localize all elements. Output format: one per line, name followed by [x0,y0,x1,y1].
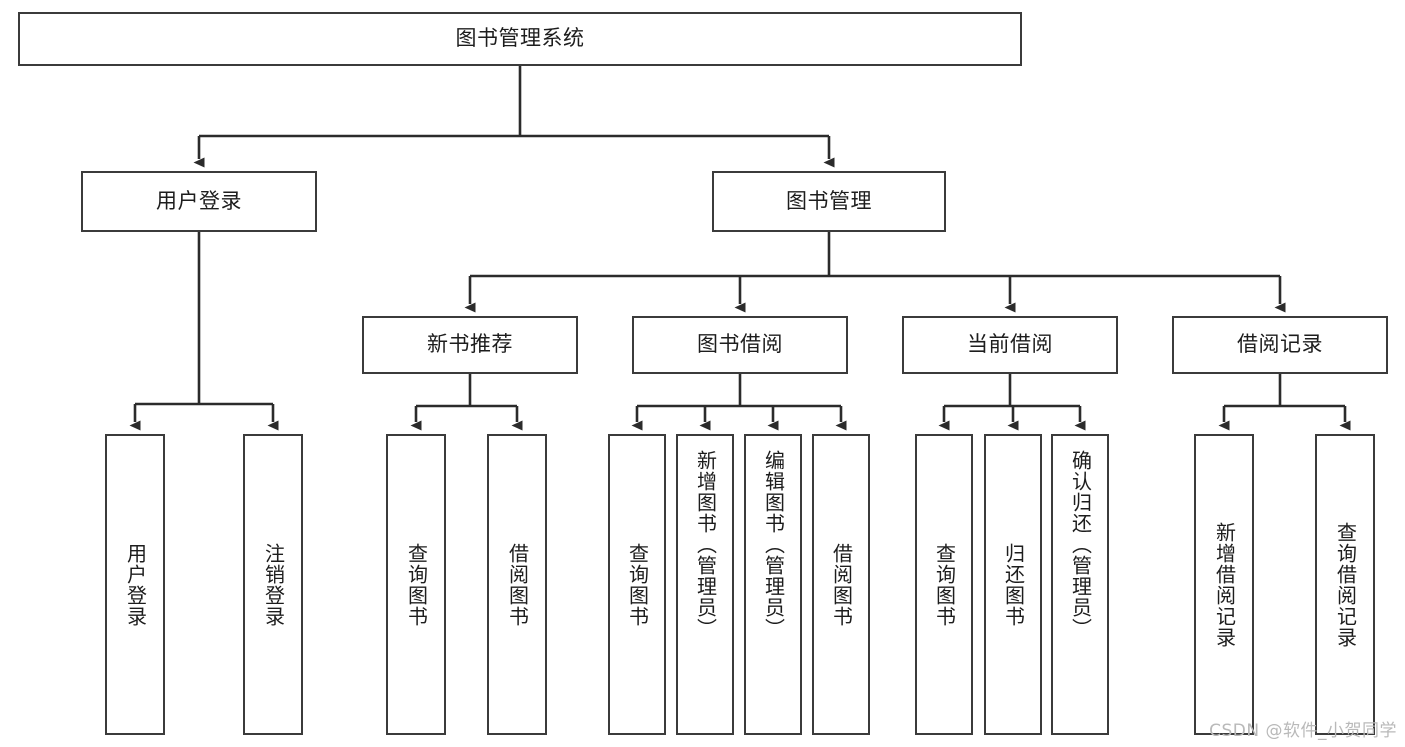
node-leaf-edit-book-label: 编辑图书（管理员） [761,450,786,639]
node-leaf-borrow-book[interactable]: 借阅图书 [812,434,870,735]
node-leaf-user-login-label: 用户登录 [123,542,148,627]
node-leaf-user-login[interactable]: 用户登录 [105,434,165,735]
node-book-manage-label: 图书管理 [786,188,872,213]
watermark-text: CSDN @软件_小贺同学 [1209,721,1397,741]
node-leaf-query-record[interactable]: 查询借阅记录 [1315,434,1375,735]
node-leaf-add-book-label: 新增图书（管理员） [693,450,718,639]
node-current-borrow-label: 当前借阅 [967,332,1053,357]
node-root-label: 图书管理系统 [455,26,585,51]
node-leaf-borrow-book-rec[interactable]: 借阅图书 [487,434,547,735]
node-borrow-record-label: 借阅记录 [1237,332,1323,357]
node-book-manage[interactable]: 图书管理 [712,171,946,232]
node-leaf-query-book-cur[interactable]: 查询图书 [915,434,973,735]
node-leaf-edit-book[interactable]: 编辑图书（管理员） [744,434,802,735]
node-leaf-query-book-cur-label: 查询图书 [932,542,957,627]
node-leaf-query-record-label: 查询借阅记录 [1333,521,1358,648]
node-leaf-query-book-borrow-label: 查询图书 [625,542,650,627]
node-leaf-borrow-book-rec-label: 借阅图书 [505,542,530,627]
node-book-borrow[interactable]: 图书借阅 [632,316,848,374]
node-leaf-confirm-return-label: 确认归还（管理员） [1068,450,1093,639]
node-current-borrow[interactable]: 当前借阅 [902,316,1118,374]
node-leaf-logout-label: 注销登录 [261,542,286,627]
node-user-login-label: 用户登录 [156,188,242,213]
node-leaf-borrow-book-label: 借阅图书 [829,542,854,627]
node-root[interactable]: 图书管理系统 [18,12,1022,66]
node-leaf-query-book-rec-label: 查询图书 [404,542,429,627]
node-leaf-query-book-rec[interactable]: 查询图书 [386,434,446,735]
node-leaf-logout[interactable]: 注销登录 [243,434,303,735]
node-user-login[interactable]: 用户登录 [81,171,317,232]
node-leaf-confirm-return[interactable]: 确认归还（管理员） [1051,434,1109,735]
node-new-book-rec-label: 新书推荐 [427,332,513,357]
node-leaf-add-record[interactable]: 新增借阅记录 [1194,434,1254,735]
node-leaf-add-record-label: 新增借阅记录 [1212,521,1237,648]
node-new-book-rec[interactable]: 新书推荐 [362,316,578,374]
node-leaf-return-book-label: 归还图书 [1001,542,1026,627]
node-book-borrow-label: 图书借阅 [697,332,783,357]
node-leaf-add-book[interactable]: 新增图书（管理员） [676,434,734,735]
node-leaf-query-book-borrow[interactable]: 查询图书 [608,434,666,735]
node-borrow-record[interactable]: 借阅记录 [1172,316,1388,374]
node-leaf-return-book[interactable]: 归还图书 [984,434,1042,735]
